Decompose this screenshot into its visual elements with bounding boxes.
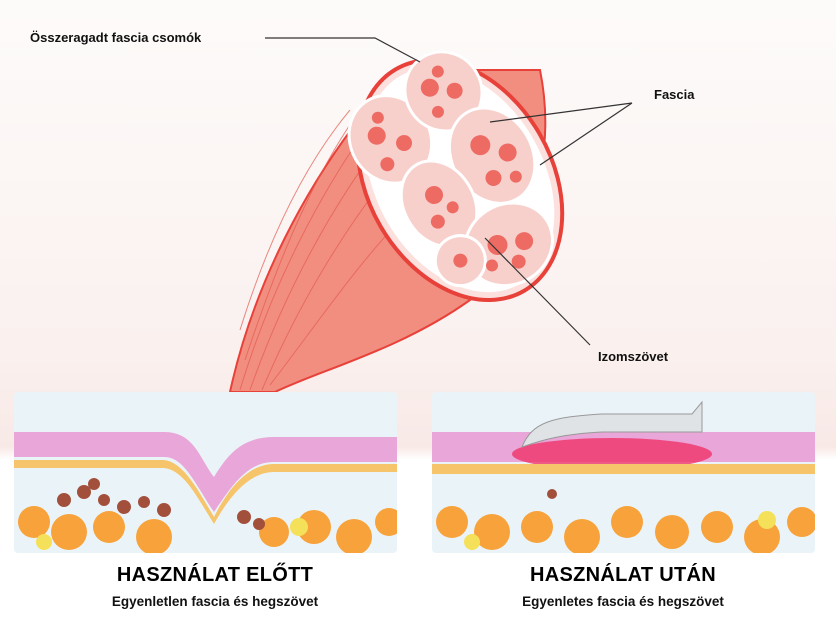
after-subtitle: Egyenletes fascia és hegszövet — [522, 594, 724, 609]
callout-line-muscle — [484, 237, 591, 346]
callout-line-fascia — [489, 102, 633, 166]
after-title: HASZNÁLAT UTÁN — [529, 564, 717, 586]
fat-cells — [436, 506, 815, 553]
callout-line-knots — [265, 37, 421, 63]
before-subtitle: Egyenletlen fascia és hegszövet — [111, 594, 319, 609]
label-muscle-tissue: Izomszövet — [598, 349, 669, 364]
massage-device — [521, 400, 703, 448]
fascia-layer-uneven — [14, 432, 397, 512]
before-title: HASZNÁLAT ELŐTT — [116, 564, 314, 586]
label-adhered-knots: Összeragadt fascia csomók — [30, 30, 202, 45]
label-fascia: Fascia — [654, 87, 695, 102]
scar-tissue — [57, 478, 265, 530]
after-panel — [432, 392, 815, 553]
before-panel — [14, 392, 397, 553]
fat-cells — [18, 506, 397, 553]
muscle-cross-section — [347, 50, 565, 303]
